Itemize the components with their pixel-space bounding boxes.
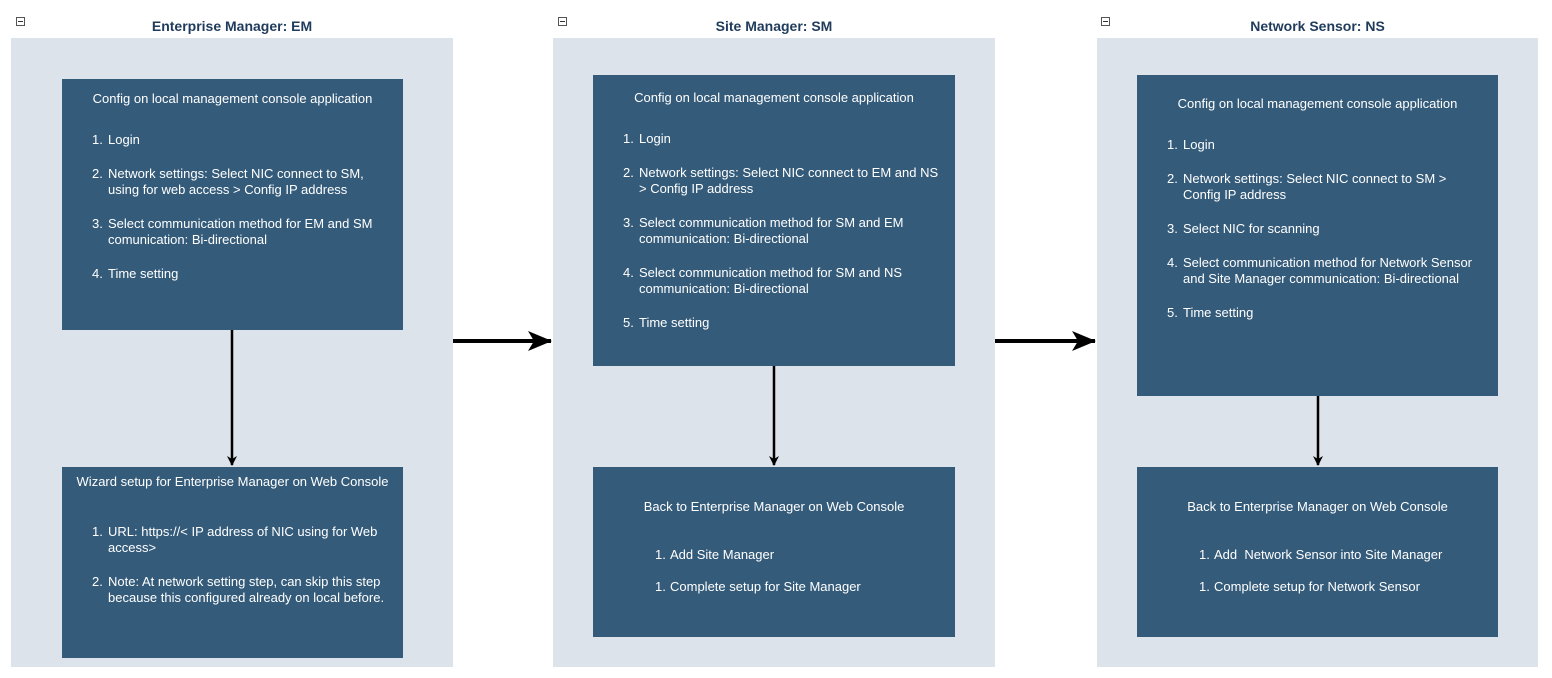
config-steps: 1. Login 2. Network settings: Select NIC c… [92, 132, 393, 282]
config-steps: 1. Login 2. Network settings: Select NIC c… [1167, 137, 1484, 321]
step-number: 4. [623, 265, 634, 280]
step-item: 1. Add Network Sensor into Site Manager [1199, 547, 1484, 563]
step-number: 1. [623, 131, 634, 146]
step-text: Time setting [639, 315, 710, 330]
step-number: 5. [1167, 305, 1178, 320]
step-number: 3. [1167, 221, 1178, 236]
step-number: 1. [1199, 547, 1210, 562]
step-text: Note: At network setting step, can skip … [108, 574, 385, 605]
step-item: 5. Time setting [1167, 305, 1484, 321]
step-number: 1. [655, 547, 666, 562]
step-text: Login [1183, 137, 1215, 152]
config-steps: 1. Login 2. Network settings: Select NIC c… [623, 131, 941, 331]
step-number: 1. [1199, 579, 1210, 594]
step-number: 1. [92, 524, 103, 539]
step-text: Add Network Sensor into Site Manager [1214, 547, 1443, 562]
config-box-em: Config on local management console appli… [62, 79, 403, 330]
step-number: 2. [92, 574, 103, 589]
step-text: Select communication method for EM and S… [108, 216, 373, 247]
step-text: Time setting [108, 266, 179, 281]
step-item: 1. Login [623, 131, 941, 147]
step-item: 3. Select communication method for EM and… [92, 216, 393, 248]
step-item: 5. Time setting [623, 315, 941, 331]
collapse-icon[interactable] [1101, 17, 1110, 26]
step-text: Select communication method for SM and E… [639, 215, 904, 246]
step-number: 3. [623, 215, 634, 230]
step-number: 2. [92, 166, 103, 181]
collapse-icon[interactable] [558, 17, 567, 26]
step-text: Login [639, 131, 671, 146]
step-item: 1. Complete setup for Site Manager [655, 579, 941, 595]
step-item: 4. Select communication method for Networ… [1167, 255, 1484, 287]
web-heading: Back to Enterprise Manager on Web Consol… [1187, 499, 1448, 514]
web-steps: 1. Add Site Manager 1. Complete setup for … [655, 547, 941, 595]
step-text: Network settings: Select NIC connect to … [1183, 171, 1447, 202]
step-text: URL: https://< IP address of NIC using f… [108, 524, 378, 555]
step-number: 2. [623, 165, 634, 180]
step-item: 4. Select communication method for SM and… [623, 265, 941, 297]
step-number: 2. [1167, 171, 1178, 186]
step-number: 1. [655, 579, 666, 594]
config-box-sm: Config on local management console appli… [593, 75, 955, 366]
step-number: 4. [92, 266, 103, 281]
step-number: 3. [92, 216, 103, 231]
config-box-ns: Config on local management console appli… [1137, 75, 1498, 396]
step-item: 1. URL: https://< IP address of NIC using… [92, 524, 389, 556]
step-item: 1. Login [92, 132, 393, 148]
config-heading: Config on local management console appli… [92, 91, 373, 106]
web-steps: 1. URL: https://< IP address of NIC using… [92, 524, 389, 606]
web-heading: Wizard setup for Enterprise Manager on W… [76, 474, 389, 489]
step-item: 2. Network settings: Select NIC connect t… [92, 166, 393, 198]
column-title-sm: Site Manager: SM [715, 18, 833, 34]
step-number: 1. [1167, 137, 1178, 152]
step-text: Complete setup for Site Manager [670, 579, 861, 594]
step-text: Login [108, 132, 140, 147]
column-title-ns: Network Sensor: NS [1250, 18, 1385, 34]
step-text: Select communication method for Network … [1183, 255, 1473, 286]
web-steps: 1. Add Network Sensor into Site Manager 1… [1199, 547, 1484, 595]
step-item: 2. Network settings: Select NIC connect t… [1167, 171, 1484, 203]
step-text: Select NIC for scanning [1183, 221, 1320, 236]
step-item: 4. Time setting [92, 266, 393, 282]
config-heading: Config on local management console appli… [634, 90, 914, 105]
step-item: 2. Network settings: Select NIC connect t… [623, 165, 941, 197]
step-number: 1. [92, 132, 103, 147]
web-heading: Back to Enterprise Manager on Web Consol… [643, 499, 905, 514]
web-box-ns: Back to Enterprise Manager on Web Consol… [1137, 467, 1498, 637]
column-title-em: Enterprise Manager: EM [151, 18, 313, 34]
web-box-sm: Back to Enterprise Manager on Web Consol… [593, 467, 955, 637]
collapse-icon[interactable] [16, 17, 25, 26]
step-item: 1. Complete setup for Network Sensor [1199, 579, 1484, 595]
config-heading: Config on local management console appli… [1177, 96, 1458, 111]
step-text: Add Site Manager [670, 547, 775, 562]
step-item: 1. Login [1167, 137, 1484, 153]
step-text: Network settings: Select NIC connect to … [108, 166, 364, 197]
step-item: 3. Select communication method for SM and… [623, 215, 941, 247]
web-box-em: Wizard setup for Enterprise Manager on W… [62, 467, 403, 658]
step-number: 5. [623, 315, 634, 330]
step-item: 2. Note: At network setting step, can ski… [92, 574, 389, 606]
step-item: 1. Add Site Manager [655, 547, 941, 563]
step-text: Complete setup for Network Sensor [1214, 579, 1420, 594]
step-number: 4. [1167, 255, 1178, 270]
step-item: 3. Select NIC for scanning [1167, 221, 1484, 237]
step-text: Time setting [1183, 305, 1254, 320]
step-text: Network settings: Select NIC connect to … [639, 165, 939, 196]
step-text: Select communication method for SM and N… [639, 265, 903, 296]
